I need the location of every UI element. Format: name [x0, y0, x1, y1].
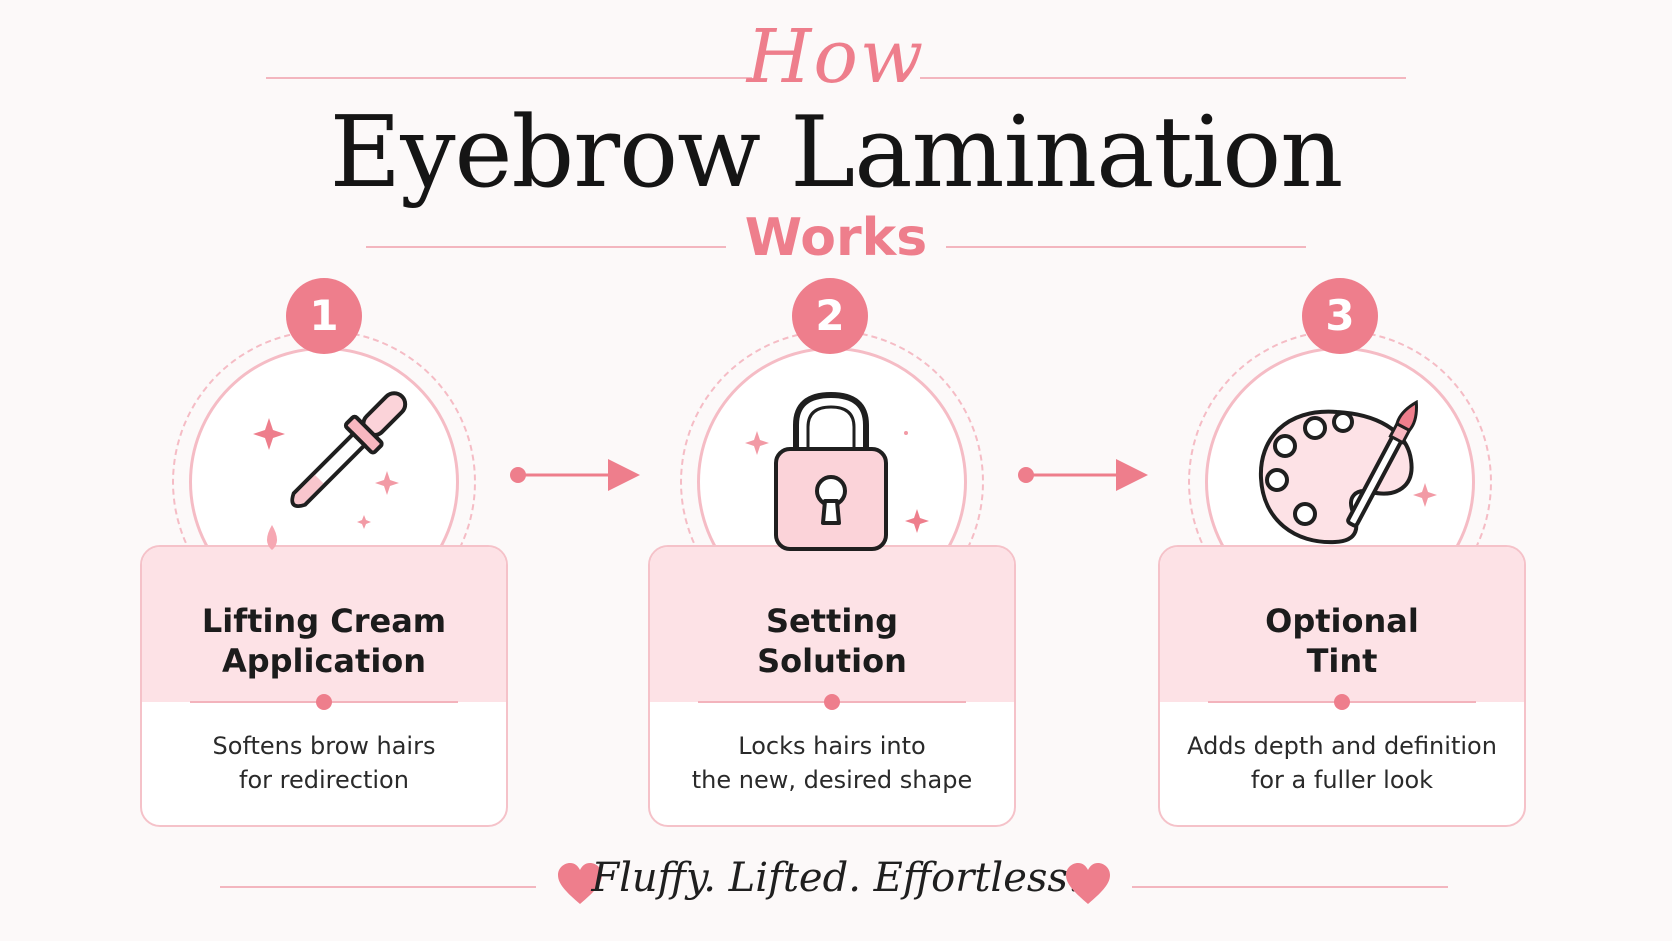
step-2-card-header	[650, 547, 1014, 702]
header-rule-left-top	[266, 77, 752, 79]
step-3-description: Adds depth and definition for a fuller l…	[1170, 729, 1514, 797]
header-rule-right-top	[920, 77, 1406, 79]
footer-rule-right	[1132, 886, 1448, 888]
step-3-card: Optional Tint Adds depth and definition …	[1158, 545, 1526, 827]
step-2-title: Setting Solution	[650, 601, 1014, 681]
step-2-title-line2: Solution	[757, 642, 907, 680]
step-2-card: Setting Solution Locks hairs into the ne…	[648, 545, 1016, 827]
step-1-title-line1: Lifting Cream	[201, 602, 447, 640]
arrow-2-to-3	[1018, 459, 1148, 491]
step-2-divider-dot	[824, 694, 840, 710]
heart-icon-left	[558, 863, 602, 904]
step-3-number-badge: 3	[1302, 278, 1378, 354]
step-1-title-line2: Application	[221, 642, 427, 680]
title-works: Works	[744, 208, 928, 268]
step-3-divider-dot	[1334, 694, 1350, 710]
step-2-desc-line1: Locks hairs into	[738, 732, 926, 760]
palette-icon	[1258, 400, 1437, 545]
step-1-desc-line2: for redirection	[239, 766, 409, 794]
step-3-title-line1: Optional	[1265, 602, 1419, 640]
step-2-description: Locks hairs into the new, desired shape	[660, 729, 1004, 797]
step-2-number-badge: 2	[792, 278, 868, 354]
header-rule-right-bottom	[946, 246, 1306, 248]
step-1-divider-dot	[316, 694, 332, 710]
step-3-title: Optional Tint	[1160, 601, 1524, 681]
step-2-desc-line2: the new, desired shape	[691, 766, 973, 794]
step-2-title-line1: Setting	[766, 602, 898, 640]
step-3-desc-line2: for a fuller look	[1250, 766, 1434, 794]
step-1-title: Lifting Cream Application	[142, 601, 506, 681]
page-title: Eyebrow Lamination	[329, 96, 1344, 210]
lock-icon	[745, 391, 929, 551]
step-1-description: Softens brow hairs for redirection	[152, 729, 496, 797]
heart-icon-right	[1066, 863, 1110, 904]
tagline: Fluffy. Lifted. Effortless.	[591, 855, 1081, 901]
step-3-desc-line1: Adds depth and definition	[1187, 732, 1497, 760]
step-1-number-badge: 1	[286, 278, 362, 354]
step-3-card-header	[1160, 547, 1524, 702]
arrow-1-to-2	[510, 459, 640, 491]
title-how: How	[746, 14, 926, 100]
step-1-desc-line1: Softens brow hairs	[212, 732, 436, 760]
step-3-title-line2: Tint	[1306, 642, 1378, 680]
header-rule-left-bottom	[366, 246, 726, 248]
footer-rule-left	[220, 886, 536, 888]
step-1-card-header	[142, 547, 506, 702]
step-1-card: Lifting Cream Application Softens brow h…	[140, 545, 508, 827]
dropper-icon	[253, 391, 408, 550]
